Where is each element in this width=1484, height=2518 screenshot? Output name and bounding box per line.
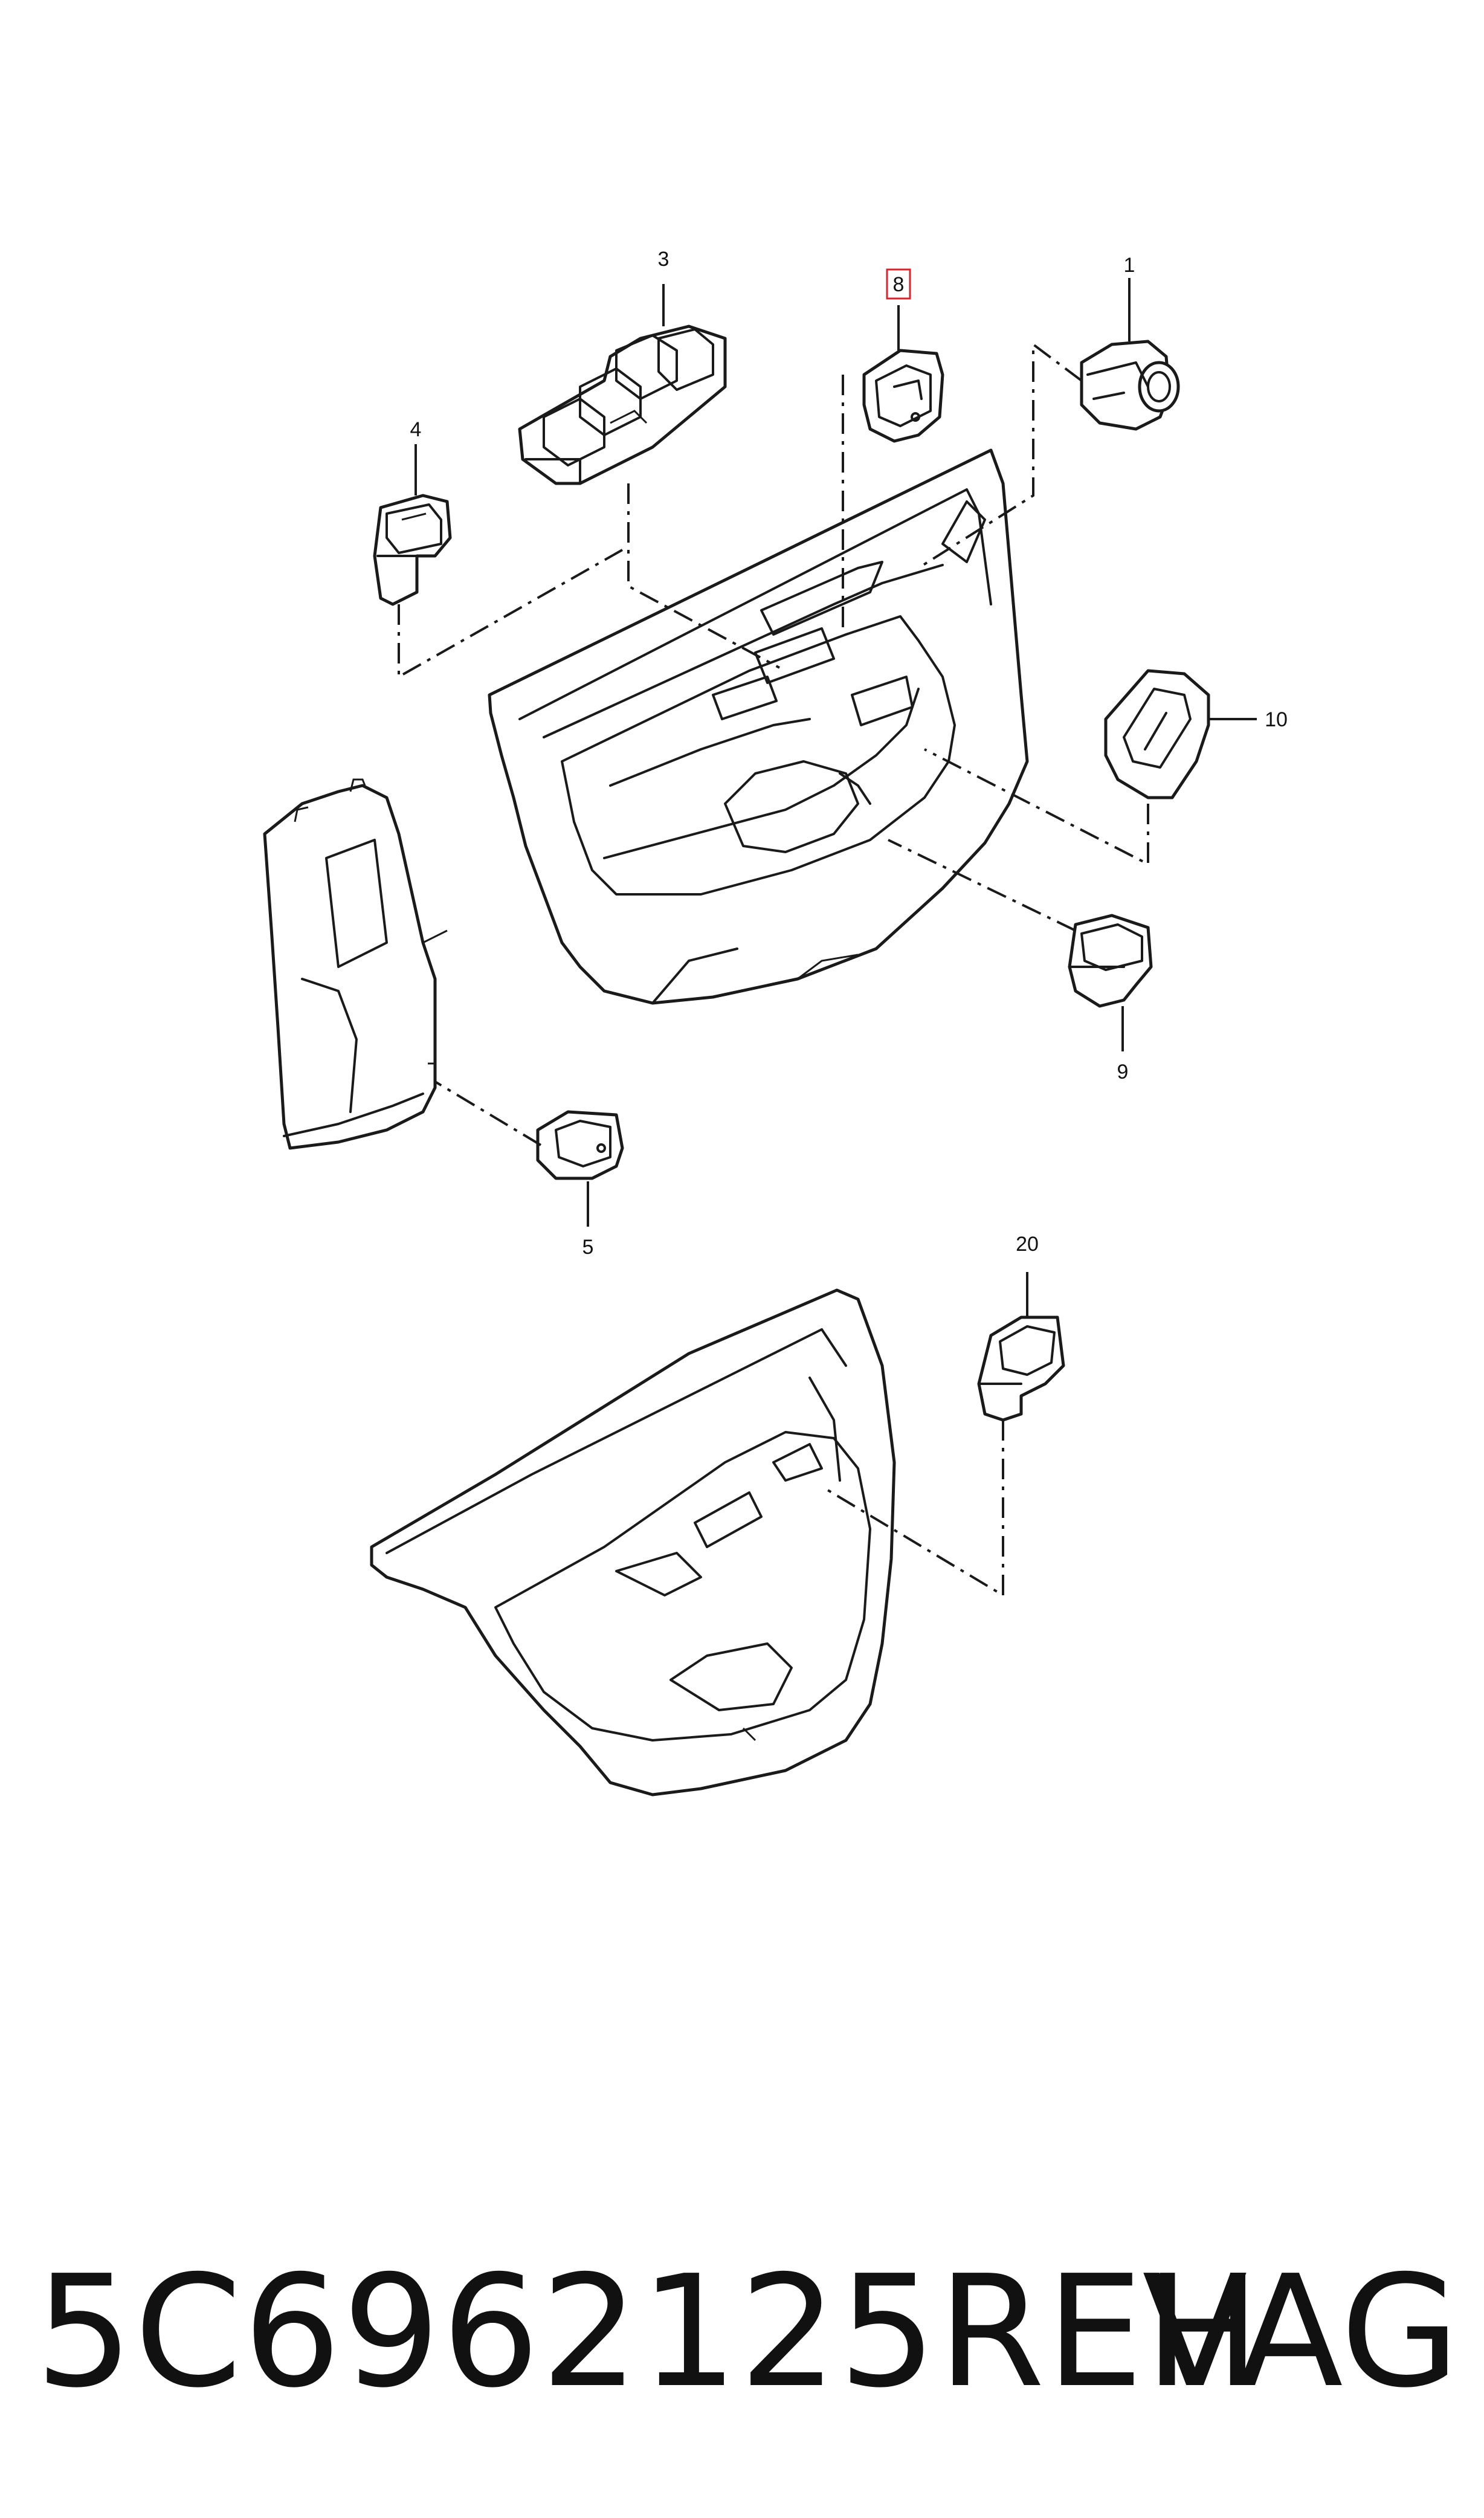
highlight-box [886, 268, 911, 300]
callout-labels: 1 3 4 5 8 9 10 20 [410, 248, 1288, 1259]
part-number: 5C6962125REH [35, 2242, 1262, 2422]
brand-label: VAG [1142, 2242, 1460, 2422]
rear-door-trim-panel [370, 1288, 896, 1796]
front-door-trim-panel [488, 448, 1029, 1005]
door-handle-housing-10 [1104, 669, 1210, 799]
single-window-switch-4 [373, 494, 452, 606]
callout-label: 4 [410, 418, 422, 441]
callout-label: 1 [1124, 254, 1135, 277]
pillar-switch-5 [536, 1110, 624, 1180]
window-switch-9 [1068, 914, 1153, 1008]
callout-label: 5 [582, 1236, 594, 1259]
passenger-window-switch-8 [862, 349, 944, 443]
rear-window-switch-20 [977, 1315, 1065, 1422]
mirror-adjust-switch [1080, 340, 1180, 431]
callout-label: 20 [1016, 1233, 1039, 1256]
callout-label: 10 [1265, 708, 1288, 731]
leader-lines [398, 278, 1257, 1598]
callout-label: 9 [1117, 1060, 1129, 1083]
callout-label-highlighted: 8 [893, 273, 905, 296]
b-pillar-trim [263, 778, 448, 1150]
callout-label: 3 [658, 248, 669, 271]
master-window-switch [518, 324, 727, 485]
footer: 5C6962125REH VAG [0, 2236, 1484, 2429]
